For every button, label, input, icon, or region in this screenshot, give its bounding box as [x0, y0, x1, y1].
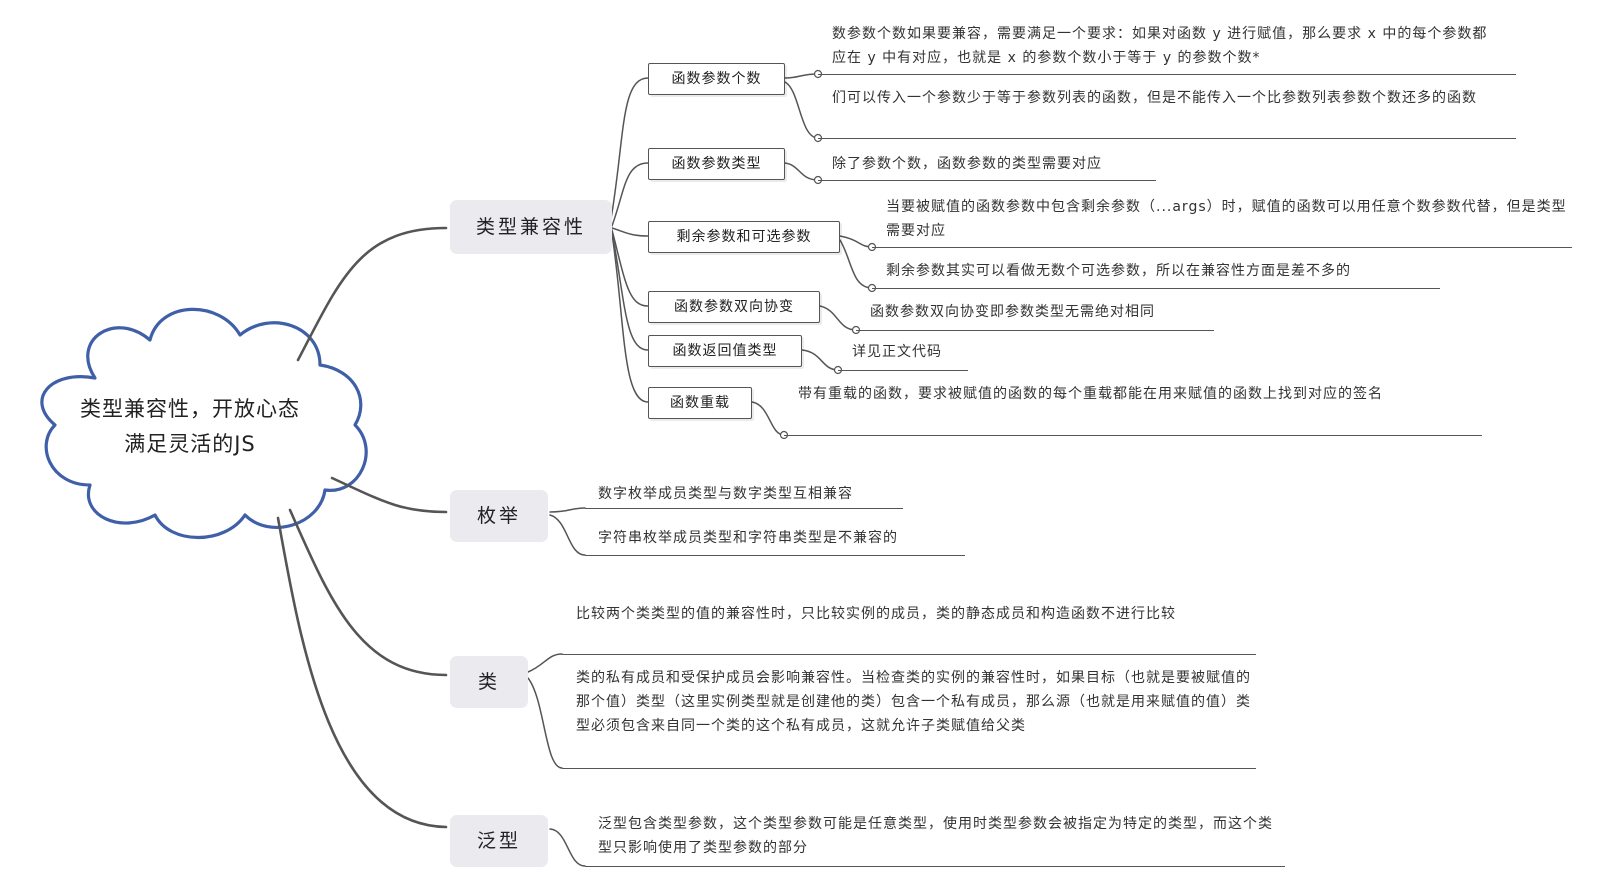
link-sub-3-note-2 [839, 239, 873, 289]
category-type-compatibility[interactable]: 类型兼容性 [450, 200, 612, 254]
root-title[interactable]: 类型兼容性，开放心态满足灵活的JS [80, 397, 300, 456]
link-type-compat-sub-6 [611, 233, 649, 403]
note-param-count-1[interactable]: 数参数个数如果要兼容，需要满足一个要求：如果对函数 y 进行赋值，那么要求 x … [832, 26, 1488, 66]
note-bivariance-1[interactable]: 函数参数双向协变即参数类型无需绝对相同 [870, 304, 1155, 320]
link-root-to-generic [276, 516, 448, 829]
link-sub-2-note-1 [784, 162, 819, 181]
link-enum-note-2 [549, 514, 586, 556]
link-enum-note-1 [549, 507, 586, 513]
note-rest-optional-1[interactable]: 当要被赋值的函数参数中包含剩余参数（...args）时，赋值的函数可以用任意个数… [886, 199, 1567, 239]
link-class-note-2 [527, 677, 563, 769]
link-sub-1-note-2 [784, 81, 819, 139]
category-generic[interactable]: 泛型 [450, 815, 548, 867]
subtopic-param-count[interactable]: 函数参数个数 [648, 63, 785, 95]
link-type-compat-sub-4 [611, 229, 649, 307]
link-type-compat-sub-1 [609, 77, 649, 226]
link-sub-5-note-1 [801, 349, 839, 371]
note-enum-2[interactable]: 字符串枚举成员类型和字符串类型是不兼容的 [598, 530, 898, 546]
link-sub-6-note-1 [751, 401, 785, 436]
note-class-1[interactable]: 比较两个类类型的值的兼容性时，只比较实例的成员，类的静态成员和构造函数不进行比较 [576, 606, 1176, 622]
subtopic-bivariance[interactable]: 函数参数双向协变 [648, 291, 820, 323]
subtopic-rest-optional[interactable]: 剩余参数和可选参数 [648, 221, 840, 253]
link-type-compat-sub-3 [611, 227, 649, 237]
link-class-note-1 [527, 653, 563, 673]
category-enum[interactable]: 枚举 [450, 490, 548, 542]
link-root-to-type-compat [296, 226, 448, 362]
note-enum-1[interactable]: 数字枚举成员类型与数字类型互相兼容 [598, 486, 853, 502]
link-generic-note-1 [549, 828, 586, 867]
note-rest-optional-2[interactable]: 剩余参数其实可以看做无数个可选参数，所以在兼容性方面是差不多的 [886, 263, 1351, 279]
link-sub-4-note-1 [819, 305, 857, 331]
subtopic-return-type[interactable]: 函数返回值类型 [648, 335, 802, 367]
link-sub-3-note-1 [839, 235, 873, 248]
link-root-to-enum [330, 476, 448, 514]
link-sub-1-note-1 [784, 73, 819, 79]
subtopic-overload[interactable]: 函数重载 [648, 387, 752, 419]
root-cloud-shape [40, 307, 368, 540]
link-type-compat-sub-2 [611, 162, 649, 227]
note-generic-1[interactable]: 泛型包含类型参数，这个类型参数可能是任意类型，使用时类型参数会被指定为特定的类型… [598, 816, 1273, 856]
note-class-2[interactable]: 类的私有成员和受保护成员会影响兼容性。当检查类的实例的兼容性时，如果目标（也就是… [576, 670, 1251, 734]
link-type-compat-sub-5 [611, 231, 649, 351]
note-param-type-1[interactable]: 除了参数个数，函数参数的类型需要对应 [832, 156, 1102, 172]
link-root-to-class [288, 508, 448, 677]
category-class[interactable]: 类 [450, 656, 528, 708]
note-overload-1[interactable]: 带有重载的函数，要求被赋值的函数的每个重载都能在用来赋值的函数上找到对应的签名 [798, 386, 1383, 402]
subtopic-param-type[interactable]: 函数参数类型 [648, 148, 785, 180]
note-return-type-1[interactable]: 详见正文代码 [852, 344, 942, 360]
note-param-count-2[interactable]: 们可以传入一个参数少于等于参数列表的函数，但是不能传入一个比参数列表参数个数还多… [832, 90, 1477, 106]
